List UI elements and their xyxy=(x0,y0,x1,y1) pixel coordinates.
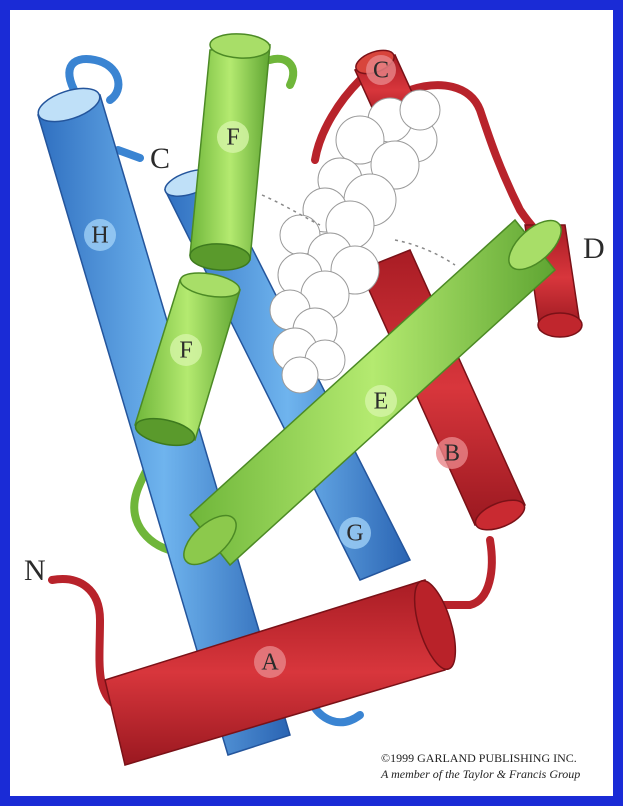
svg-text:B: B xyxy=(444,441,460,467)
helix-d-label: D xyxy=(583,232,605,265)
helix-label-b: B xyxy=(436,437,468,469)
svg-text:A: A xyxy=(261,650,279,676)
svg-text:E: E xyxy=(374,389,389,415)
credit-line-2: A member of the Taylor & Francis Group xyxy=(381,766,611,782)
c-terminus-label: C xyxy=(150,142,170,175)
loop-ab xyxy=(440,540,492,605)
helix-label-h: H xyxy=(84,219,116,251)
credit-line-1: ©1999 GARLAND PUBLISHING INC. xyxy=(381,750,611,766)
helix-label-f-lower: F xyxy=(170,334,202,366)
c-terminus-tail xyxy=(118,150,140,158)
helix-label-e: E xyxy=(365,385,397,417)
n-terminus-tail xyxy=(52,579,115,705)
helix-label-f-upper: F xyxy=(217,121,249,153)
svg-text:F: F xyxy=(226,125,239,151)
helix-label-g: G xyxy=(339,517,371,549)
svg-text:F: F xyxy=(179,338,192,364)
svg-text:G: G xyxy=(346,521,363,547)
n-terminus-label: N xyxy=(24,554,46,587)
helix-label-c: C xyxy=(366,55,396,85)
svg-text:C: C xyxy=(373,58,389,84)
helix-label-a: A xyxy=(254,646,286,678)
svg-text:H: H xyxy=(91,223,108,249)
copyright-credit: ©1999 GARLAND PUBLISHING INC. A member o… xyxy=(381,750,611,782)
